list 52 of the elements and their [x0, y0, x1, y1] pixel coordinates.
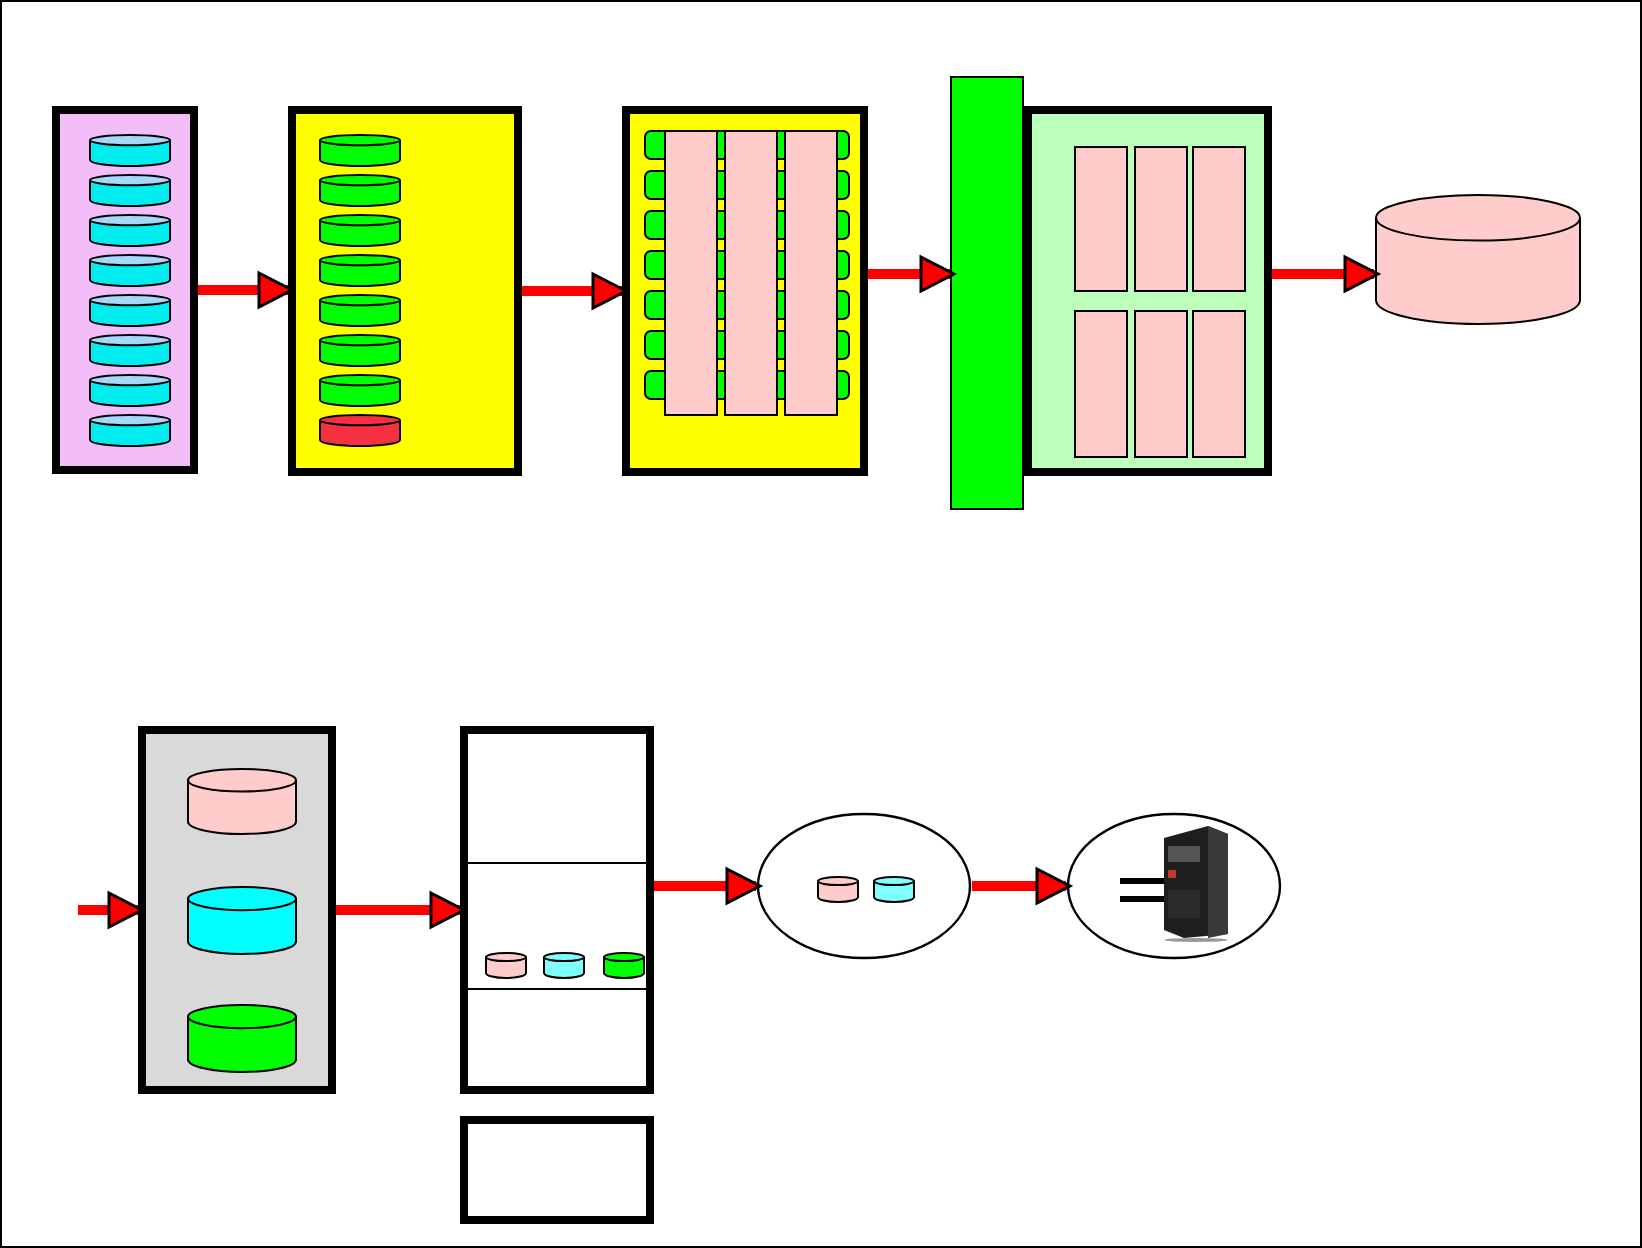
cylinder-icon	[602, 952, 646, 980]
arrow	[336, 891, 466, 929]
panel	[52, 106, 198, 474]
cylinder-icon	[816, 876, 860, 904]
cylinder-icon	[88, 334, 172, 368]
cylinder-icon	[318, 174, 402, 208]
arrow	[868, 255, 956, 293]
cylinder-icon	[318, 414, 402, 448]
panel	[622, 106, 868, 476]
cylinder-icon	[1374, 194, 1582, 326]
arrow	[198, 271, 294, 309]
panel	[288, 106, 522, 476]
cylinder-icon	[186, 768, 298, 836]
bar	[1074, 146, 1128, 292]
cylinder-icon	[186, 886, 298, 956]
cylinder-icon	[88, 374, 172, 408]
bar	[1074, 310, 1128, 458]
panel	[460, 1116, 654, 1224]
bar	[784, 130, 838, 416]
cylinder-icon	[318, 294, 402, 328]
cylinder-icon	[186, 1004, 298, 1074]
ellipse	[756, 812, 972, 960]
cylinder-icon	[318, 134, 402, 168]
bar	[664, 130, 718, 416]
arrow	[522, 272, 628, 310]
cylinder-icon	[88, 414, 172, 448]
cylinder-icon	[542, 952, 586, 980]
cylinder-icon	[318, 374, 402, 408]
cylinder-icon	[318, 214, 402, 248]
bar	[724, 130, 778, 416]
cylinder-icon	[88, 254, 172, 288]
bar	[1134, 310, 1188, 458]
panel	[460, 726, 654, 1094]
arrow	[78, 891, 144, 929]
panel	[1024, 106, 1272, 476]
cylinder-icon	[318, 334, 402, 368]
cylinder-icon	[88, 174, 172, 208]
cylinder-icon	[484, 952, 528, 980]
arrow	[972, 867, 1072, 905]
bar	[1192, 310, 1246, 458]
cylinder-icon	[318, 254, 402, 288]
cylinder-icon	[88, 294, 172, 328]
bar	[1192, 146, 1246, 292]
bar	[950, 76, 1024, 510]
arrow	[1272, 255, 1380, 293]
arrow	[654, 867, 762, 905]
panel	[138, 726, 336, 1094]
cylinder-icon	[88, 134, 172, 168]
bar	[1134, 146, 1188, 292]
cylinder-icon	[872, 876, 916, 904]
cylinder-icon	[88, 214, 172, 248]
ellipse	[1066, 812, 1282, 960]
